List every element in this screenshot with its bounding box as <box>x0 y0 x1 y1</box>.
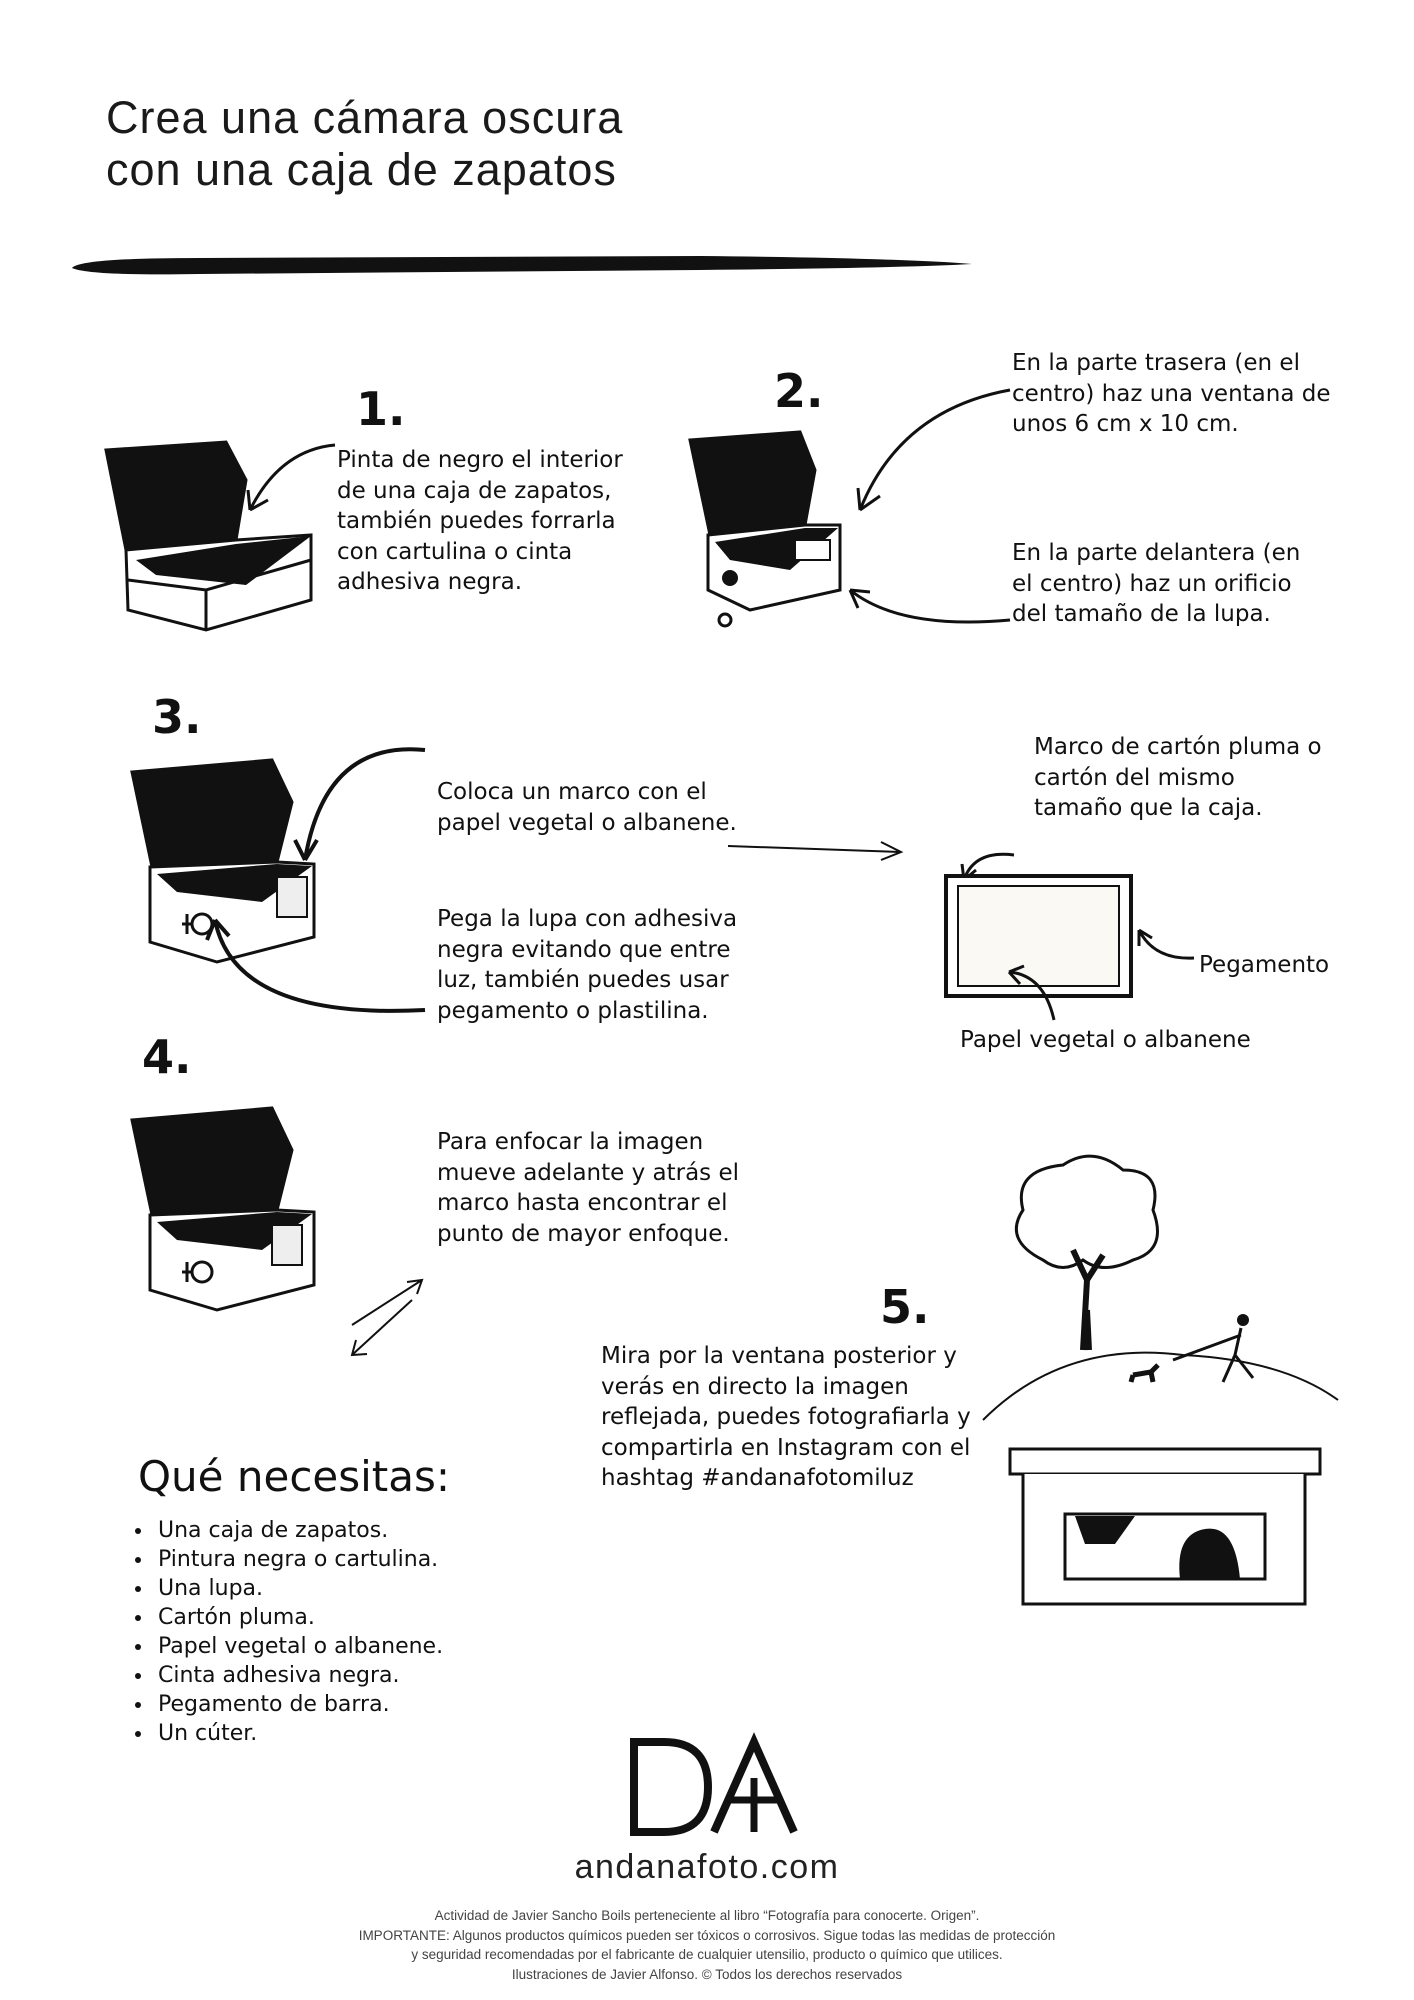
step-3-number: 3. <box>152 690 202 744</box>
footer-line: y seguridad recomendadas por el fabrican… <box>411 1947 1003 1962</box>
step-2-text-front: En la parte delantera (en el centro) haz… <box>1012 540 1301 627</box>
step-5-number: 5. <box>880 1280 930 1334</box>
website-url: andanafoto.com <box>574 1848 840 1886</box>
arrow-right-icon <box>727 841 904 861</box>
list-item: Cinta adhesiva negra. <box>154 1661 443 1690</box>
title-line-1: Crea una cámara oscura <box>106 92 624 143</box>
page-title: Crea una cámara oscura con una caja de z… <box>106 92 623 196</box>
paper-label: Papel vegetal o albanene <box>960 1027 1251 1053</box>
shoebox-illustration-4 <box>130 1106 424 1357</box>
footer-line: Actividad de Javier Sancho Boils pertene… <box>434 1908 980 1923</box>
step-4-text: Para enfocar la imagen mueve adelante y … <box>437 1129 740 1247</box>
step-1-text: Pinta de negro el interior de una caja d… <box>337 447 623 595</box>
list-item: Una caja de zapatos. <box>154 1516 443 1545</box>
step-3-text-frame: Coloca un marco con el papel vegetal o a… <box>437 779 737 836</box>
list-item: Una lupa. <box>154 1574 443 1603</box>
shoebox-illustration-1 <box>104 440 313 632</box>
frame-label: Marco de cartón pluma o cartón del mismo… <box>1034 734 1322 821</box>
footer-line: IMPORTANTE: Algunos productos químicos p… <box>358 1927 1056 1943</box>
da-logo <box>630 1732 798 1836</box>
list-item: Pegamento de barra. <box>154 1690 443 1719</box>
list-item: Pintura negra o cartulina. <box>154 1545 443 1574</box>
glue-label: Pegamento <box>1199 952 1330 978</box>
list-item: Cartón pluma. <box>154 1603 443 1632</box>
frame-illustration <box>944 852 1195 1021</box>
footer-line: Ilustraciones de Javier Alfonso. © Todos… <box>511 1966 903 1982</box>
arrow-icon <box>246 443 336 512</box>
list-item: Papel vegetal o albanene. <box>154 1632 443 1661</box>
shoebox-illustration-2 <box>688 430 842 628</box>
footer-credits: Actividad de Javier Sancho Boils pertene… <box>0 1906 1414 1984</box>
title-line-2: con una caja de zapatos <box>106 144 617 195</box>
arrow-icon <box>205 747 426 1013</box>
step-1-number: 1. <box>356 382 406 436</box>
step-5-text: Mira por la ventana posterior y verás en… <box>601 1343 971 1491</box>
step-2-text-back: En la parte trasera (en el centro) haz u… <box>1012 350 1331 437</box>
step-2-number: 2. <box>774 364 824 418</box>
list-item: Un cúter. <box>154 1719 443 1748</box>
needs-list: Una caja de zapatos. Pintura negra o car… <box>120 1516 443 1748</box>
step-4-number: 4. <box>142 1030 192 1084</box>
needs-title: Qué necesitas: <box>138 1452 451 1501</box>
park-scene-illustration <box>982 1154 1339 1421</box>
shoebox-illustration-3 <box>130 758 316 964</box>
brush-stroke-divider <box>72 256 972 275</box>
shoebox-projection-illustration <box>1008 1447 1322 1606</box>
step-3-text-lens: Pega la lupa con adhesiva negra evitando… <box>437 906 738 1024</box>
arrow-icon <box>848 388 1011 624</box>
